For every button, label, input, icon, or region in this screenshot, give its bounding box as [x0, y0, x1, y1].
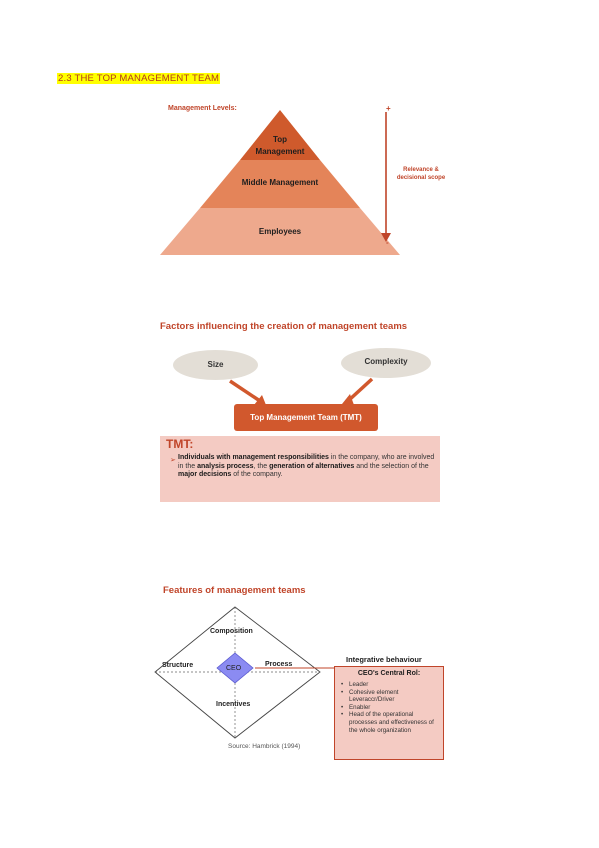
- list-item: Head of the operational processes and ef…: [341, 711, 441, 734]
- complexity-oval: Complexity: [341, 348, 431, 378]
- tmt-box: Top Management Team (TMT): [234, 404, 378, 431]
- incentives-label: Incentives: [216, 701, 251, 708]
- factor-arrows: [229, 377, 374, 405]
- tmt-definition-text: Individuals with management responsibili…: [178, 454, 435, 478]
- size-arrow-line: [229, 379, 261, 403]
- ceo-diamond: [216, 652, 254, 684]
- tmt-bullet-icon: ➢: [170, 457, 176, 464]
- size-oval: Size: [173, 350, 258, 380]
- tmt-definition-panel: [160, 436, 440, 502]
- factors-title: Factors influencing the creation of mana…: [160, 321, 408, 332]
- pyramid-label-top: Top Management: [255, 135, 305, 156]
- source-caption: Source: Hambrick (1994): [228, 743, 301, 750]
- tmt-definition-title: TMT:: [166, 437, 194, 451]
- pyramid-caption: Management Levels:: [168, 105, 237, 112]
- composition-label: Composition: [210, 628, 253, 635]
- list-item: Leader: [341, 681, 441, 689]
- scale-arrow-head: [381, 233, 391, 242]
- size-arrow-head: [254, 395, 266, 405]
- pyramid-label-middle: Middle Management: [241, 178, 319, 187]
- ceo-role-title: CEO's Central Rol:: [357, 670, 421, 677]
- scale-minus: -: [386, 238, 389, 247]
- complexity-arrow-head: [342, 394, 354, 405]
- integrative-behaviour-label: Integrative behaviour: [346, 655, 422, 664]
- scale-label: Relevance & decisional scope: [396, 167, 446, 181]
- features-title: Features of management teams: [163, 585, 306, 596]
- scale-plus: +: [386, 104, 391, 113]
- pyramid-middle-level: [200, 160, 360, 208]
- pyramid-label-bottom: Employees: [258, 227, 302, 236]
- complexity-arrow-line: [346, 377, 374, 403]
- pyramid-diagram: [160, 110, 400, 255]
- ceo-label: CEO: [226, 665, 242, 672]
- pyramid-top-level: [240, 110, 320, 160]
- section-heading: 2.3 THE TOP MANAGEMENT TEAM: [57, 73, 221, 84]
- ceo-role-list: Leader Cohesive element Leveraccr/Driver…: [341, 681, 441, 734]
- list-item: Cohesive element Leveraccr/Driver: [341, 689, 441, 704]
- process-label: Process: [265, 661, 293, 668]
- features-diagram: [154, 606, 336, 739]
- structure-label: Structure: [162, 662, 194, 669]
- pyramid-bottom-level: [160, 208, 400, 255]
- list-item: Enabler: [341, 704, 441, 712]
- outer-diamond: [154, 606, 321, 739]
